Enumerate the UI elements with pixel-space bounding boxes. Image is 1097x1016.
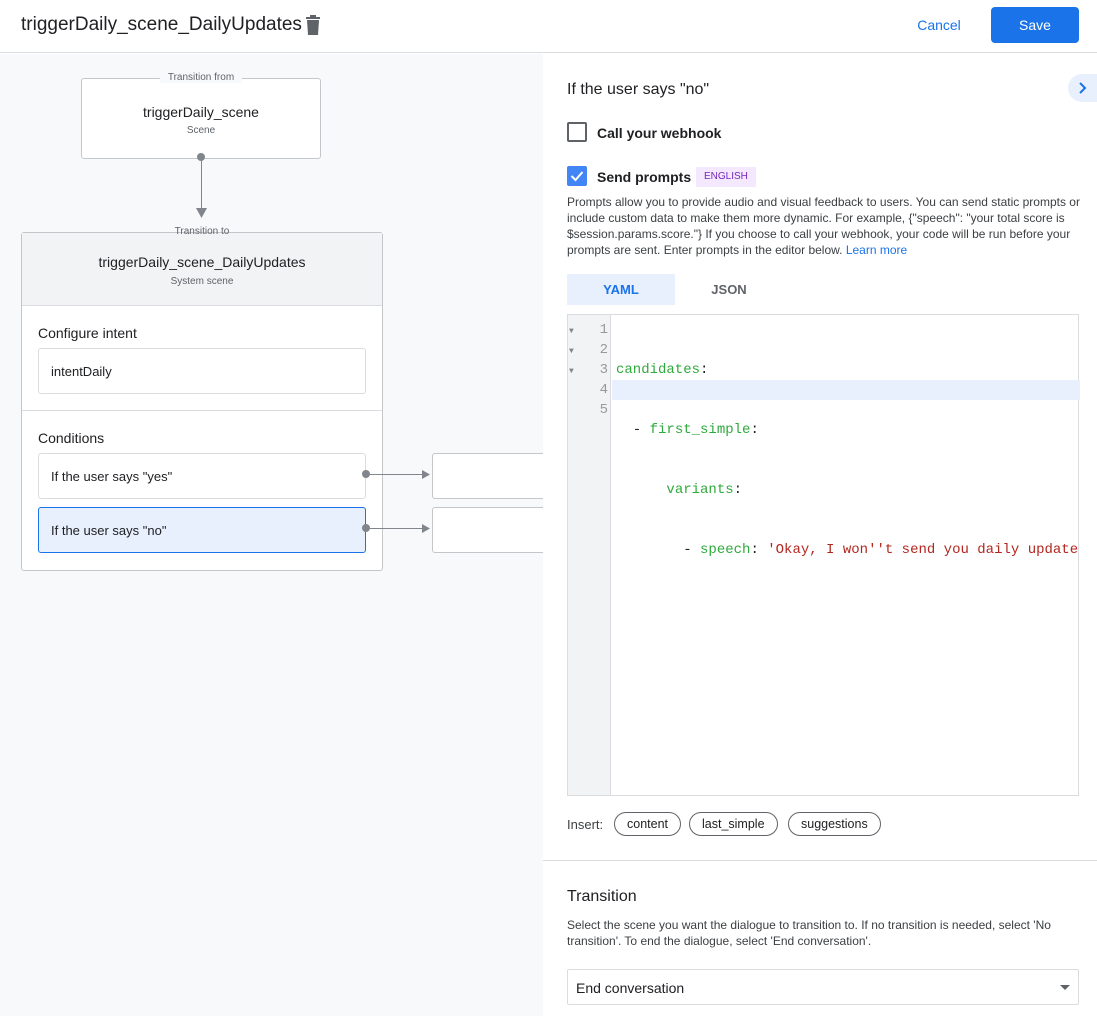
header: triggerDaily_scene_DailyUpdates Cancel S… — [0, 0, 1097, 53]
fold-icons[interactable]: ▼▼▼ — [569, 327, 574, 376]
arrow-down-icon — [196, 208, 207, 218]
chip-suggestions[interactable]: suggestions — [788, 812, 881, 836]
conditions-label: Conditions — [38, 430, 105, 446]
divider — [543, 860, 1097, 861]
learn-more-link[interactable]: Learn more — [845, 243, 908, 257]
connector-line — [366, 474, 424, 475]
code-content: candidates: - first_simple: variants: - … — [616, 362, 1079, 558]
language-badge: ENGLISH — [696, 167, 756, 187]
intent-field[interactable]: intentDaily — [38, 348, 366, 394]
transition-from-card[interactable]: Transition from triggerDaily_scene Scene — [81, 72, 321, 159]
from-scene-name: triggerDaily_scene — [143, 104, 259, 120]
target-scene-box-no[interactable] — [432, 507, 543, 553]
configure-intent-label: Configure intent — [38, 325, 137, 341]
from-scene-type: Scene — [186, 125, 216, 136]
tab-yaml[interactable]: YAML — [567, 274, 675, 305]
transition-to-card: Transition to triggerDaily_scene_DailyUp… — [21, 226, 383, 571]
prompts-description: Prompts allow you to provide audio and v… — [567, 194, 1087, 258]
insert-label: Insert: — [567, 817, 604, 832]
chip-last-simple[interactable]: last_simple — [689, 812, 778, 836]
transition-from-legend: Transition from — [159, 72, 243, 83]
transition-to-legend: Transition to — [174, 226, 230, 237]
dropdown-arrow-icon — [1060, 985, 1070, 990]
page-title: triggerDaily_scene_DailyUpdates — [21, 14, 302, 35]
scene-canvas: Transition from triggerDaily_scene Scene… — [0, 54, 543, 1016]
panel-title: If the user says "no" — [567, 81, 710, 98]
to-scene-type: System scene — [170, 276, 234, 287]
connector-dot — [197, 153, 205, 161]
transition-select[interactable]: End conversation — [567, 969, 1079, 1005]
arrow-right-icon — [422, 470, 430, 479]
transition-title: Transition — [567, 888, 637, 905]
condition-yes[interactable]: If the user says "yes" — [38, 453, 366, 499]
arrow-right-icon — [422, 524, 430, 533]
chevron-right-icon — [1079, 82, 1087, 94]
chip-content[interactable]: content — [614, 812, 682, 836]
condition-no[interactable]: If the user says "no" — [38, 507, 366, 553]
send-prompts-checkbox[interactable] — [567, 166, 587, 186]
save-button[interactable]: Save — [991, 7, 1079, 43]
gutter — [568, 315, 611, 795]
collapse-panel-button[interactable] — [1068, 74, 1097, 102]
cancel-button[interactable]: Cancel — [900, 8, 978, 42]
transition-selected-value: End conversation — [576, 980, 685, 996]
description-text: Prompts allow you to provide audio and v… — [567, 195, 1080, 257]
check-icon — [570, 171, 584, 182]
send-prompts-label: Send prompts — [597, 169, 692, 185]
tab-json[interactable]: JSON — [711, 282, 747, 297]
webhook-label: Call your webhook — [597, 125, 722, 141]
trash-icon[interactable] — [305, 15, 321, 35]
transition-description: Select the scene you want the dialogue t… — [567, 918, 1051, 948]
active-line-highlight — [612, 380, 1080, 400]
connector-line — [366, 528, 424, 529]
to-scene-name: triggerDaily_scene_DailyUpdates — [98, 254, 306, 270]
target-scene-box-yes[interactable] — [432, 453, 543, 499]
condition-panel: If the user says "no" Call your webhook … — [543, 54, 1097, 1016]
webhook-checkbox[interactable] — [567, 122, 587, 142]
connector-line — [201, 158, 202, 208]
